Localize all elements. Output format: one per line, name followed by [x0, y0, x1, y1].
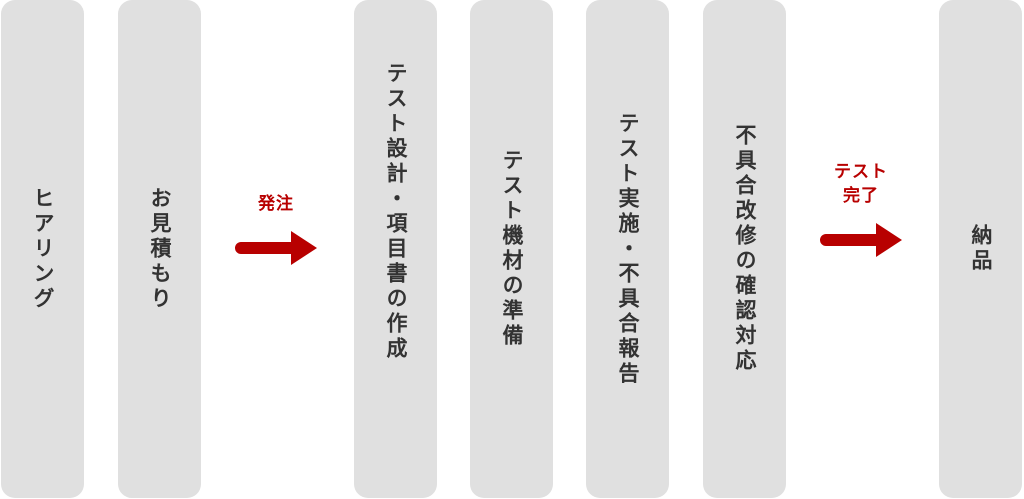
step-label: 納品	[969, 224, 993, 274]
arrow-right-icon	[820, 223, 902, 257]
connector-order: 発注	[231, 192, 321, 268]
arrow-right-icon	[235, 231, 317, 265]
step-test-execution: テスト実施・不具合報告	[586, 0, 669, 498]
connector-label: テスト	[834, 162, 888, 182]
step-label: 不具合改修の確認対応	[733, 124, 757, 374]
step-hearing: ヒアリング	[1, 0, 84, 498]
step-fix-confirmation: 不具合改修の確認対応	[703, 0, 786, 498]
step-delivery: 納品	[939, 0, 1022, 498]
step-label: お見積もり	[148, 186, 172, 312]
step-label: テスト設計・項目書の作成	[384, 62, 408, 362]
connector-label: 発注	[258, 194, 294, 214]
step-label: テスト実施・不具合報告	[616, 111, 640, 387]
step-label: ヒアリング	[31, 186, 55, 312]
step-label: テスト機材の準備	[500, 149, 524, 349]
connector-test-complete: テスト 完了	[816, 160, 906, 260]
step-test-design: テスト設計・項目書の作成	[354, 0, 437, 498]
step-equipment: テスト機材の準備	[470, 0, 553, 498]
step-estimate: お見積もり	[118, 0, 201, 498]
connector-label: 完了	[843, 186, 879, 206]
